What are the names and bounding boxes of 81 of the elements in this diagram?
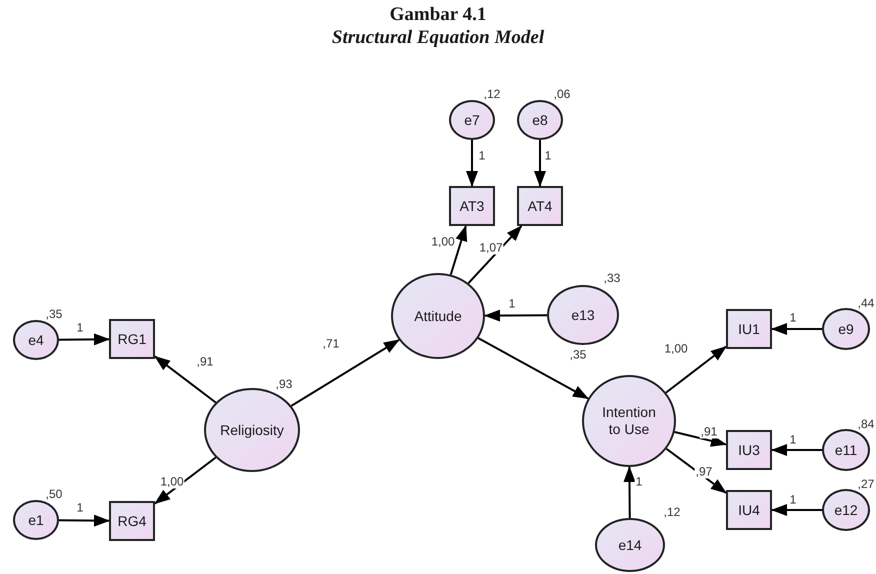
variance-value: ,50	[46, 488, 62, 501]
node-label: RG1	[116, 330, 148, 348]
variable-ellipse	[822, 429, 870, 471]
arrow	[58, 514, 110, 527]
arrow	[771, 444, 822, 456]
variable-ellipse	[13, 320, 59, 360]
variance-value: ,44	[858, 297, 874, 310]
node-label: RG4	[116, 512, 148, 530]
indicator-box	[726, 430, 772, 470]
edge-label: 1,00	[430, 236, 456, 248]
variance-value: ,84	[858, 418, 874, 431]
arrow	[674, 431, 727, 447]
node-label: e14	[617, 536, 643, 554]
node-label: Religiosity	[219, 422, 285, 438]
node-label: e12	[833, 502, 859, 518]
edge-label: 1	[634, 476, 644, 488]
edge-label: 1,00	[663, 342, 689, 356]
edge-label: 1,00	[159, 476, 185, 488]
node-label: e8	[531, 112, 549, 128]
edge-label: ,91	[196, 356, 214, 368]
arrow	[154, 456, 216, 504]
node-label: Attitude	[413, 308, 463, 324]
edge-label: 1	[478, 150, 486, 162]
node-label: Intention to Use	[601, 404, 657, 438]
edge-label: 1,07	[478, 242, 504, 254]
node-label: e1	[27, 512, 45, 528]
arrow	[771, 323, 822, 335]
arrow	[534, 140, 546, 187]
node-label: e7	[463, 112, 481, 128]
node-label: e11	[834, 442, 858, 458]
figure-subtitle: Structural Equation Model	[332, 27, 544, 49]
indicator-box	[517, 186, 563, 226]
variable-ellipse	[517, 100, 563, 140]
node-label: IU1	[737, 320, 761, 338]
indicator-box	[449, 186, 495, 226]
variable-ellipse	[822, 489, 870, 531]
indicator-box	[109, 501, 155, 541]
arrow	[484, 310, 547, 322]
variance-value: ,27	[858, 478, 874, 491]
variable-ellipse	[449, 100, 495, 140]
edge-label: 1	[788, 494, 798, 506]
variance-value: ,12	[664, 506, 680, 519]
arrow	[466, 140, 478, 187]
arrow	[771, 504, 822, 516]
node-label: IU3	[737, 442, 761, 458]
variable-ellipse	[822, 308, 870, 350]
indicator-box	[726, 309, 772, 349]
variance-value: ,06	[554, 88, 570, 101]
arrow	[154, 356, 216, 404]
variance-value: ,33	[604, 272, 620, 285]
variable-ellipse	[13, 500, 59, 540]
node-label: e9	[837, 320, 855, 338]
edge-label: 1	[544, 150, 552, 162]
arrow	[666, 448, 727, 494]
edge-label: 1	[76, 322, 84, 334]
indicator-box	[109, 319, 155, 359]
node-label: IU4	[737, 502, 761, 518]
edge-label: ,71	[322, 338, 340, 350]
arrow	[665, 346, 727, 394]
edge-label: 1	[508, 298, 516, 310]
arrow	[478, 337, 589, 400]
edge-label: ,91	[700, 426, 718, 438]
node-label: AT3	[458, 198, 486, 214]
edge-label: 1	[788, 434, 798, 446]
edge-label: ,35	[568, 348, 588, 362]
arrow	[468, 225, 522, 284]
figure-title: Gambar 4.1	[390, 4, 486, 26]
variance-value: ,35	[46, 308, 62, 321]
edge-label: 1	[76, 502, 84, 514]
indicator-box	[726, 490, 772, 530]
node-label: e13	[570, 306, 596, 324]
arrow	[450, 225, 468, 275]
arrow	[624, 466, 636, 518]
node-label: e4	[27, 332, 45, 348]
arrow	[290, 339, 400, 407]
variance-value: ,12	[484, 88, 500, 101]
edge-label: ,97	[694, 466, 714, 478]
arrow	[58, 333, 110, 346]
edge-label: 1	[788, 312, 798, 324]
variance-value: ,93	[276, 378, 292, 391]
node-label: AT4	[526, 198, 554, 214]
